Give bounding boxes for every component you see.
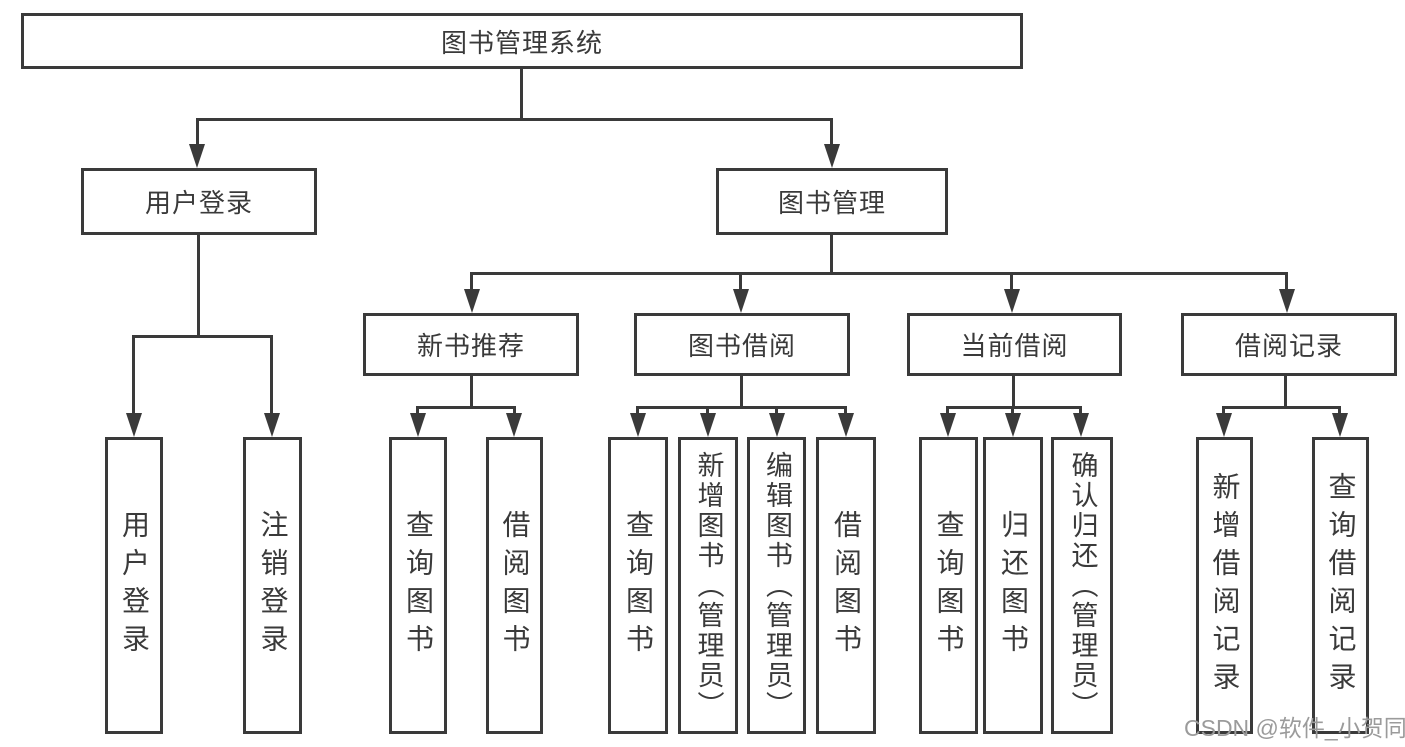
arrow-down-icon bbox=[1279, 289, 1295, 313]
connector-drop-leaf bbox=[775, 406, 778, 415]
leaf-edit-books-admin: 编辑图书（管理员） bbox=[747, 437, 806, 734]
arrow-down-icon bbox=[126, 413, 142, 437]
leaf-add-books-admin: 新增图书（管理员） bbox=[678, 437, 738, 734]
arrow-down-icon bbox=[506, 413, 522, 437]
leaf-label: 新增借阅记录 bbox=[1209, 471, 1241, 700]
arrow-down-icon bbox=[733, 289, 749, 313]
node-root: 图书管理系统 bbox=[21, 13, 1023, 69]
leaf-label: 注销登录 bbox=[257, 509, 289, 662]
leaf-label: 查询图书 bbox=[933, 509, 965, 662]
connector-new-book-stem bbox=[470, 376, 473, 406]
connector-drop-user-login bbox=[196, 118, 199, 146]
connector-drop-leaf bbox=[844, 406, 847, 415]
connector-book-management-stem bbox=[830, 235, 833, 272]
leaf-label: 新增图书（管理员） bbox=[693, 450, 724, 721]
connector-book-borrowing-branch bbox=[637, 406, 847, 409]
node-borrowing-records-label: 借阅记录 bbox=[1234, 331, 1343, 361]
connector-drop-leaf bbox=[270, 335, 273, 415]
connector-drop-leaf bbox=[513, 406, 516, 415]
connector-drop-leaf bbox=[1079, 406, 1082, 415]
connector-drop-current-borrowing bbox=[1010, 272, 1013, 291]
connector-user-login-stem bbox=[197, 235, 200, 335]
arrow-down-icon bbox=[1004, 289, 1020, 313]
connector-drop-leaf bbox=[706, 406, 709, 415]
leaf-borrow-books-newbook: 借阅图书 bbox=[486, 437, 543, 734]
connector-book-management-branch bbox=[471, 272, 1288, 275]
leaf-logout: 注销登录 bbox=[243, 437, 302, 734]
leaf-query-books-newbook: 查询图书 bbox=[389, 437, 447, 734]
node-user-login: 用户登录 bbox=[81, 168, 317, 235]
connector-drop-book-management bbox=[830, 118, 833, 146]
node-borrowing-records: 借阅记录 bbox=[1181, 313, 1397, 376]
connector-borrowing-records-branch bbox=[1223, 406, 1341, 409]
connector-book-borrowing-stem bbox=[740, 376, 743, 406]
arrow-down-icon bbox=[1216, 413, 1232, 437]
connector-borrowing-records-stem bbox=[1284, 376, 1287, 406]
leaf-label: 查询图书 bbox=[403, 509, 434, 662]
connector-drop-borrowing-records bbox=[1285, 272, 1288, 291]
arrow-down-icon bbox=[1073, 413, 1089, 437]
watermark: CSDN @软件_小贺同学 bbox=[1184, 714, 1405, 742]
connector-drop-leaf bbox=[636, 406, 639, 415]
leaf-query-books-borrowing: 查询图书 bbox=[608, 437, 668, 734]
arrow-down-icon bbox=[838, 413, 854, 437]
node-book-management-label: 图书管理 bbox=[777, 188, 886, 218]
node-new-book-recommend-label: 新书推荐 bbox=[416, 331, 525, 361]
node-book-management: 图书管理 bbox=[716, 168, 948, 235]
leaf-label: 借阅图书 bbox=[831, 509, 862, 662]
arrow-down-icon bbox=[410, 413, 426, 437]
node-user-login-label: 用户登录 bbox=[144, 188, 253, 218]
connector-root-stem bbox=[520, 69, 523, 118]
leaf-query-borrow-record: 查询借阅记录 bbox=[1312, 437, 1369, 734]
node-new-book-recommend: 新书推荐 bbox=[363, 313, 579, 376]
connector-current-borrowing-branch bbox=[947, 406, 1082, 409]
leaf-query-books-current: 查询图书 bbox=[919, 437, 978, 734]
node-current-borrowing: 当前借阅 bbox=[907, 313, 1122, 376]
watermark-text: CSDN @软件_小贺同学 bbox=[1184, 715, 1405, 741]
connector-drop-leaf bbox=[416, 406, 419, 415]
arrow-down-icon bbox=[1005, 413, 1021, 437]
node-book-borrowing-label: 图书借阅 bbox=[687, 331, 796, 361]
arrow-down-icon bbox=[630, 413, 646, 437]
connector-new-book-branch bbox=[417, 406, 516, 409]
arrow-down-icon bbox=[700, 413, 716, 437]
connector-drop-leaf bbox=[132, 335, 135, 415]
leaf-label: 归还图书 bbox=[998, 509, 1029, 662]
leaf-user-login: 用户登录 bbox=[105, 437, 163, 734]
leaf-label: 查询图书 bbox=[623, 509, 654, 662]
connector-drop-leaf bbox=[1222, 406, 1225, 415]
arrow-down-icon bbox=[940, 413, 956, 437]
leaf-label: 用户登录 bbox=[119, 509, 150, 662]
connector-drop-leaf bbox=[946, 406, 949, 415]
connector-root-branch bbox=[197, 118, 833, 121]
node-current-borrowing-label: 当前借阅 bbox=[960, 331, 1069, 361]
leaf-borrow-books: 借阅图书 bbox=[816, 437, 876, 734]
leaf-confirm-return-admin: 确认归还（管理员） bbox=[1051, 437, 1113, 734]
leaf-label: 查询借阅记录 bbox=[1325, 471, 1357, 700]
leaf-label: 借阅图书 bbox=[499, 509, 531, 662]
connector-current-borrowing-stem bbox=[1012, 376, 1015, 406]
arrow-down-icon bbox=[1332, 413, 1348, 437]
node-root-label: 图书管理系统 bbox=[440, 27, 603, 58]
connector-user-login-branch bbox=[132, 335, 273, 338]
arrow-down-icon bbox=[189, 144, 205, 168]
leaf-label: 确认归还（管理员） bbox=[1067, 450, 1098, 721]
connector-drop-leaf bbox=[1011, 406, 1014, 415]
connector-drop-new-book bbox=[470, 272, 473, 291]
arrow-down-icon bbox=[464, 289, 480, 313]
leaf-add-borrow-record: 新增借阅记录 bbox=[1196, 437, 1253, 734]
leaf-return-books: 归还图书 bbox=[983, 437, 1043, 734]
arrow-down-icon bbox=[264, 413, 280, 437]
arrow-down-icon bbox=[824, 144, 840, 168]
leaf-label: 编辑图书（管理员） bbox=[762, 450, 792, 721]
connector-drop-leaf bbox=[1338, 406, 1341, 415]
arrow-down-icon bbox=[769, 413, 785, 437]
connector-drop-book-borrowing bbox=[739, 272, 742, 291]
node-book-borrowing: 图书借阅 bbox=[634, 313, 850, 376]
